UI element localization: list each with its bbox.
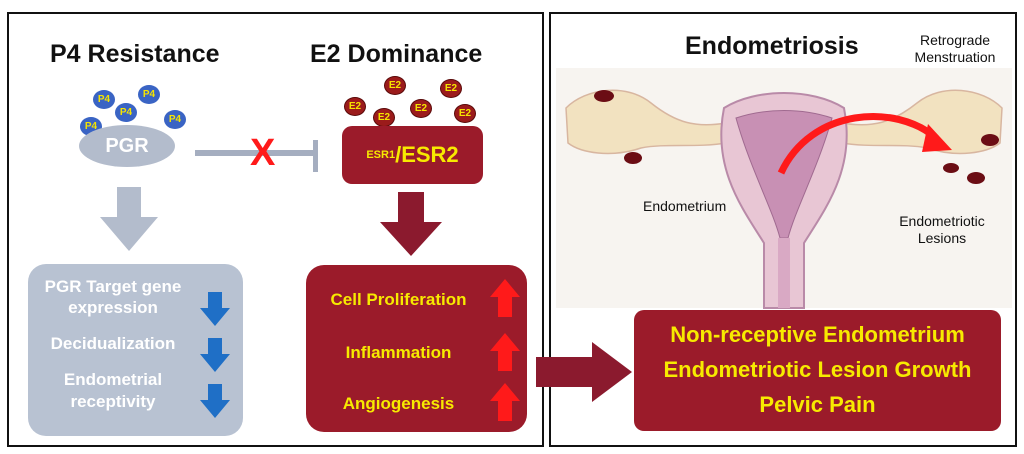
up-arrow-icon: [490, 383, 520, 421]
inhibition-bar: [195, 150, 313, 156]
pgr-effects-box: PGR Target gene expression Decidualizati…: [28, 264, 243, 436]
p4-resistance-title: P4 Resistance: [50, 40, 220, 68]
e2-ligand: E2: [384, 76, 406, 95]
pgr-receptor: PGR: [79, 125, 175, 167]
inhibition-line: [195, 140, 318, 172]
endometrial-receptivity-label: Endometrial receptivity: [38, 369, 188, 413]
inflammation-label: Inflammation: [345, 343, 452, 362]
retrograde-line1: Retrograde: [919, 32, 991, 48]
esr-receptor: ESR1/ESR2: [342, 126, 483, 184]
endometrial-receptivity-line1: Endometrial: [63, 370, 163, 389]
lesions-line1: Endometriotic: [899, 213, 985, 229]
outcome-non-receptive: Non-receptive Endometrium: [670, 322, 965, 347]
down-arrow-icon: [200, 292, 230, 326]
inhibition-tee: [313, 140, 318, 172]
retrograde-menstruation-label: Retrograde Menstruation: [900, 32, 1010, 66]
e2-ligand: E2: [440, 79, 462, 98]
p4-ligand: P4: [164, 110, 186, 129]
p4-ligand: P4: [115, 103, 137, 122]
e2-ligand: E2: [454, 104, 476, 123]
e2-ligand: E2: [373, 108, 395, 127]
to-outcome-arrow: [536, 342, 632, 402]
endometriotic-lesions-label: Endometriotic Lesions: [887, 213, 997, 247]
pgr-target-gene-label: PGR Target gene expression: [38, 276, 188, 318]
esr-down-arrow: [380, 192, 442, 256]
esr2-label: /ESR2: [395, 142, 459, 167]
endometrium-label: Endometrium: [643, 198, 727, 214]
down-arrow-icon: [200, 384, 230, 418]
endometriosis-title: Endometriosis: [685, 32, 859, 60]
decidualization-label: Decidualization: [50, 334, 176, 353]
lesions-line2: Lesions: [917, 230, 967, 246]
up-arrow-icon: [490, 279, 520, 317]
pgr-target-gene-line2: expression: [68, 298, 158, 317]
outcomes-box: Non-receptive Endometrium Endometriotic …: [634, 310, 1001, 431]
down-arrow-icon: [200, 338, 230, 372]
retrograde-line2: Menstruation: [914, 49, 996, 65]
outcome-lesion-growth: Endometriotic Lesion Growth: [663, 357, 972, 382]
uterus-illustration: [556, 68, 1012, 309]
e2-effects-box: Cell Proliferation Inflammation Angiogen…: [306, 265, 527, 432]
endometrial-receptivity-line2: receptivity: [70, 392, 156, 411]
angiogenesis-label: Angiogenesis: [342, 394, 455, 413]
outcome-pelvic-pain: Pelvic Pain: [759, 392, 876, 417]
p4-ligand: P4: [93, 90, 115, 109]
esr1-label: ESR1: [366, 149, 396, 161]
up-arrow-icon: [490, 333, 520, 371]
e2-ligand: E2: [410, 99, 432, 118]
e2-dominance-title: E2 Dominance: [310, 40, 483, 68]
e2-ligand: E2: [344, 97, 366, 116]
blocked-x-mark: X: [250, 132, 276, 174]
cell-proliferation-label: Cell Proliferation: [330, 290, 467, 309]
pgr-down-arrow: [100, 187, 158, 251]
p4-ligand: P4: [138, 85, 160, 104]
pgr-target-gene-line1: PGR Target gene: [44, 277, 182, 296]
